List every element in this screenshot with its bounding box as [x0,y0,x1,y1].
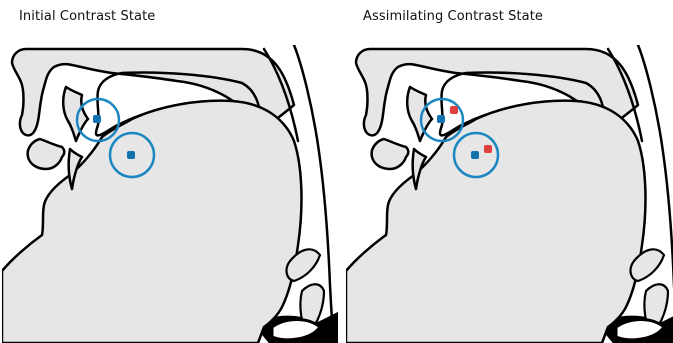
vocal-tract-panel-initial [2,45,338,343]
upper-teeth [63,87,88,141]
target-dot-2 [127,151,135,159]
lower-lip-jaw [28,139,65,169]
target-dot-1 [437,115,445,123]
upper-teeth [407,87,432,141]
target-dot-2 [471,151,479,159]
panel-title-initial: Initial Contrast State [19,9,155,24]
vocal-tract-anatomy [346,45,673,343]
tongue [2,101,301,343]
target-dot-1 [93,115,101,123]
assimilated-dot-1 [450,106,458,114]
vocal-tract-panel-assimilating [346,45,673,343]
vocal-tract-diagram-initial [2,45,338,343]
vocal-tract-diagram-assimilating [346,45,673,343]
tongue [346,101,645,343]
vocal-tract-anatomy [2,45,338,343]
lower-lip-jaw [372,139,409,169]
assimilated-dot-2 [484,145,492,153]
panel-title-assimilating: Assimilating Contrast State [363,9,543,24]
